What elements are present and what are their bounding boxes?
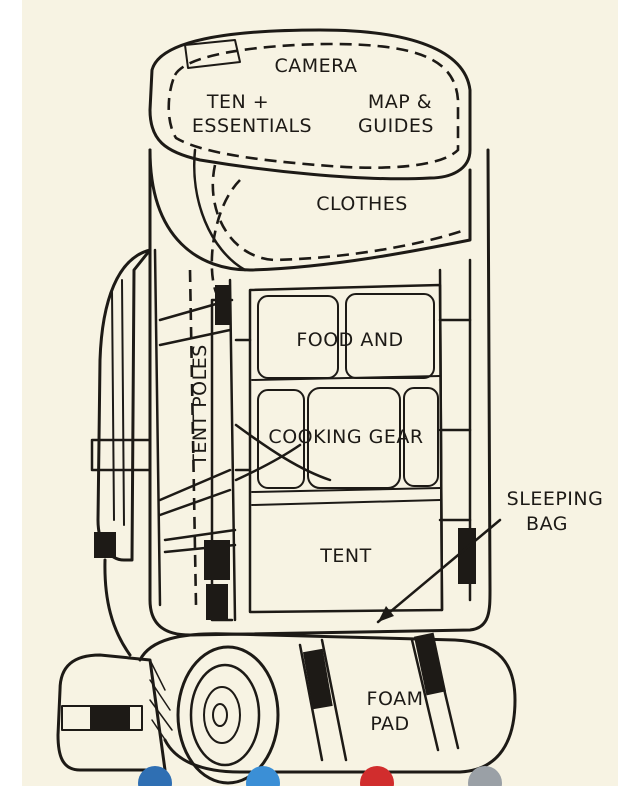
label-foam-line2: PAD [370, 713, 409, 735]
label-tent-poles: TENT POLES [189, 344, 211, 467]
label-cooking-gear: COOKING GEAR [268, 426, 423, 448]
label-clothes: CLOTHES [316, 193, 408, 215]
hip-belt-strap [92, 250, 150, 655]
label-map-line1: MAP & [368, 91, 432, 113]
label-ten-essentials-line2: ESSENTIALS [192, 115, 312, 137]
label-sleeping-line2: BAG [526, 513, 568, 535]
label-sleeping-line1: SLEEPING [507, 488, 604, 510]
stuff-sack [58, 655, 172, 770]
label-ten-essentials-line1: TEN + [206, 91, 269, 113]
foam-pad-roll [140, 633, 515, 783]
right-margin [618, 0, 640, 786]
left-margin [0, 0, 22, 786]
label-tent: TENT [319, 545, 371, 567]
label-map-line2: GUIDES [358, 115, 434, 137]
clothes-section [150, 150, 470, 270]
label-camera: CAMERA [274, 55, 357, 77]
label-food-and: FOOD AND [296, 329, 403, 351]
label-foam-line1: FOAM [367, 688, 424, 710]
